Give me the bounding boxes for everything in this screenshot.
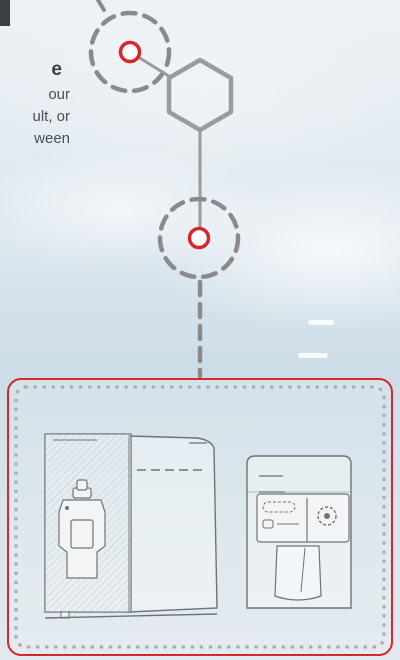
instrument-illustration [9, 380, 391, 654]
instrument-panel [7, 378, 393, 656]
red-atom-node [121, 43, 140, 62]
liquid-chromatograph-icon [247, 456, 351, 608]
hexagon-molecule-icon [169, 60, 231, 130]
mass-spectrometer-icon [45, 434, 217, 618]
red-atom-node [190, 229, 209, 248]
dash-connector [98, 0, 104, 10]
